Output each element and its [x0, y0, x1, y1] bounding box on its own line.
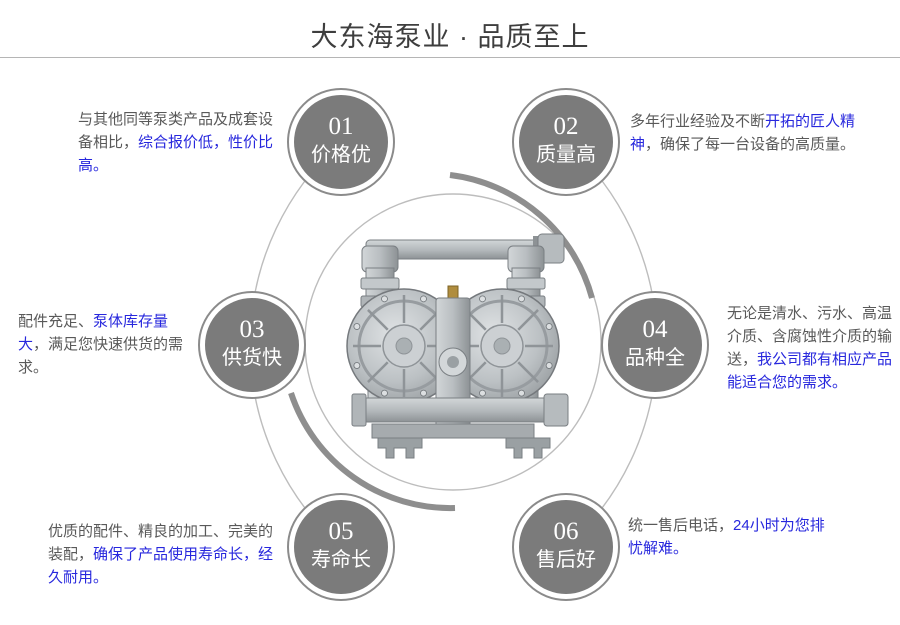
- note-text: 多年行业经验及不断: [630, 113, 766, 130]
- note-quality: 多年行业经验及不断开拓的匠人精神，确保了每一台设备的高质量。: [630, 110, 866, 156]
- note-text: 与其他同等泵类产品及成套设备相比，: [78, 111, 274, 151]
- badge-disc: 06 售后好: [519, 500, 613, 594]
- badge-disc: 05 寿命长: [294, 500, 388, 594]
- note-text-highlight: 24小时为您排忧解难。: [628, 517, 825, 557]
- note-aftersales: 统一售后电话，24小时为您排忧解难。: [628, 514, 838, 560]
- badge-number: 03: [239, 316, 265, 344]
- note-text-highlight: 综合报价低，性价比高。: [78, 134, 274, 174]
- badge-number: 01: [328, 113, 354, 141]
- badge-label: 品种全: [625, 346, 685, 369]
- note-text-highlight: 确保了产品使用寿命长，经久耐用。: [48, 546, 274, 586]
- badge-disc: 01 价格优: [294, 95, 388, 189]
- feature-badge-quality: 02 质量高: [512, 88, 620, 196]
- note-text: ，满足您快速供货的需求。: [18, 336, 184, 376]
- note-text: ，确保了每一台设备的高质量。: [645, 136, 856, 153]
- badge-number: 02: [553, 113, 579, 141]
- badge-number: 06: [553, 518, 579, 546]
- note-text-highlight: 泵体库存量大: [18, 313, 169, 353]
- badge-disc: 02 质量高: [519, 95, 613, 189]
- badge-disc: 04 品种全: [608, 298, 702, 392]
- swoosh-arcs: [288, 172, 595, 512]
- note-text: 配件充足、: [18, 313, 94, 330]
- note-lifespan: 优质的配件、精良的加工、完美的装配，确保了产品使用寿命长，经久耐用。: [48, 520, 286, 589]
- note-price: 与其他同等泵类产品及成套设备相比，综合报价低，性价比高。: [78, 108, 282, 177]
- page-title: 大东海泵业 · 品质至上: [310, 22, 590, 52]
- feature-badge-variety: 04 品种全: [601, 291, 709, 399]
- badge-label: 质量高: [536, 143, 596, 166]
- note-text: 无论是清水、污水、高温介质、含腐蚀性介质的输送，: [727, 305, 893, 368]
- feature-badge-price: 01 价格优: [287, 88, 395, 196]
- badge-label: 售后好: [536, 548, 596, 571]
- feature-badge-aftersales: 06 售后好: [512, 493, 620, 601]
- header-divider: [0, 57, 900, 58]
- note-text: 统一售后电话，: [628, 517, 734, 534]
- note-supply: 配件充足、泵体库存量大，满足您快速供货的需求。: [18, 310, 190, 379]
- badge-label: 供货快: [222, 346, 282, 369]
- feature-badge-supply: 03 供货快: [198, 291, 306, 399]
- note-text-highlight: 我公司都有相应产品能适合您的需求。: [727, 351, 893, 391]
- note-text: 优质的配件、精良的加工、完美的装配，: [48, 523, 274, 563]
- badge-label: 价格优: [311, 143, 371, 166]
- badge-number: 05: [328, 518, 354, 546]
- feature-badge-lifespan: 05 寿命长: [287, 493, 395, 601]
- badge-number: 04: [642, 316, 668, 344]
- badge-disc: 03 供货快: [205, 298, 299, 392]
- product-image-diaphragm-pump: [345, 233, 569, 459]
- note-text-highlight: 开拓的匠人精神: [630, 113, 856, 153]
- badge-label: 寿命长: [311, 548, 371, 571]
- note-variety: 无论是清水、污水、高温介质、含腐蚀性介质的输送，我公司都有相应产品能适合您的需求…: [727, 302, 899, 394]
